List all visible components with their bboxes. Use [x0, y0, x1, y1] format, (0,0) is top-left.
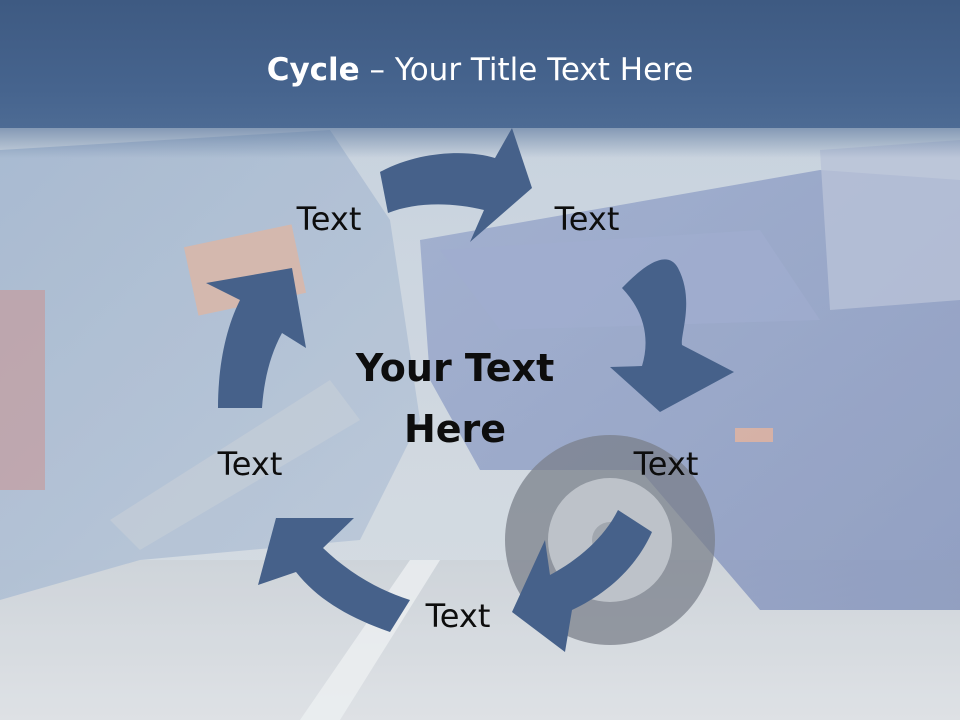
slide-title-rest: – Your Title Text Here [359, 52, 694, 88]
cycle-arrow-top [380, 128, 532, 242]
cycle-label-top-left: Text [296, 200, 362, 238]
title-band [0, 0, 960, 128]
cycle-arrow-right [610, 259, 734, 412]
cycle-arrow-bottom-right [512, 510, 652, 652]
center-text-line2: Here [403, 407, 507, 451]
cycle-label-bottom: Text [425, 597, 491, 635]
center-text-line1: Your Text [355, 346, 555, 390]
cycle-label-right: Text [633, 445, 699, 483]
cycle-arrow-bottom-left [258, 518, 410, 632]
slide-title-bold: Cycle [266, 52, 360, 88]
cycle-label-left: Text [217, 445, 283, 483]
slide-title: Cycle – Your Title Text Here [0, 52, 960, 88]
cycle-label-top-right: Text [554, 200, 620, 238]
title-band-fade [0, 128, 960, 158]
center-text: Your Text Here [330, 338, 580, 460]
cycle-arrow-left [206, 268, 306, 408]
